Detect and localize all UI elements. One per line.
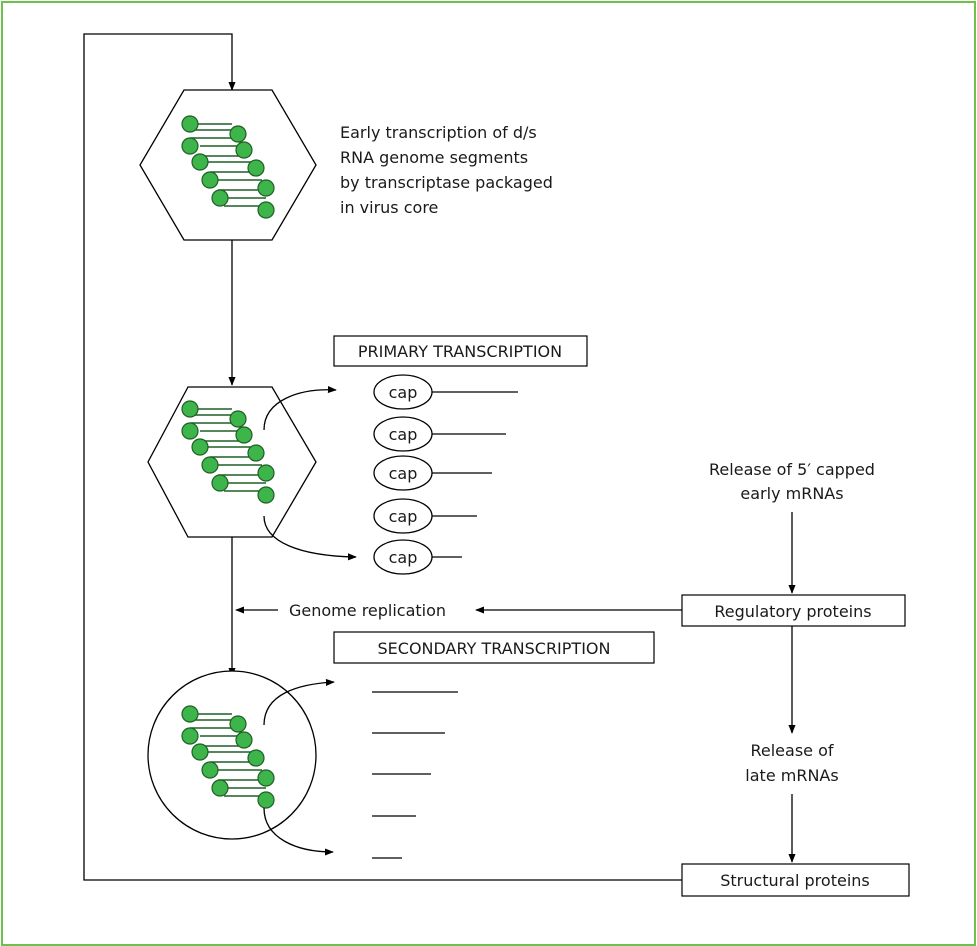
capped-mrna: cap [373, 416, 506, 452]
cap-label: cap [389, 464, 418, 483]
cap-label: cap [389, 548, 418, 567]
cap-label: cap [389, 425, 418, 444]
genome-replication-label: Genome replication [289, 601, 446, 620]
late-mrna-list [372, 691, 458, 859]
capped-mrna-list: cap cap cap cap cap [373, 374, 518, 575]
primary-transcription-label: PRIMARY TRANSCRIPTION [358, 342, 562, 361]
cap-label: cap [389, 383, 418, 402]
early-transcription-label-3: by transcriptase packaged [340, 173, 553, 192]
capped-mrna: cap [373, 539, 462, 575]
release-early-label-2: early mRNAs [740, 484, 843, 503]
primary-transcribing-core-hexagon [147, 386, 317, 538]
secondary-transcription-box [333, 631, 655, 664]
early-transcription-label-2: RNA genome segments [340, 148, 528, 167]
capped-mrna: cap [373, 455, 492, 491]
release-late-label-1: Release of [750, 741, 833, 760]
replicating-particle-circle [147, 670, 317, 840]
primary-transcription-box [333, 335, 588, 367]
secondary-release-arrow-top [263, 678, 335, 726]
structural-feedback-arrow [83, 33, 682, 881]
early-transcription-label-4: in virus core [340, 198, 438, 217]
regulatory-proteins-label: Regulatory proteins [714, 602, 871, 621]
structural-proteins-label: Structural proteins [720, 871, 869, 890]
primary-release-arrow-bottom [263, 515, 357, 561]
cap-label: cap [389, 507, 418, 526]
structural-proteins-box [681, 863, 910, 897]
release-late-label-2: late mRNAs [745, 766, 838, 785]
capped-mrna: cap [373, 374, 518, 410]
primary-release-arrow-top [263, 385, 337, 431]
secondary-transcription-label: SECONDARY TRANSCRIPTION [378, 639, 611, 658]
virus-core-hexagon [139, 89, 317, 241]
release-early-label-1: Release of 5′ capped [709, 460, 875, 479]
early-transcription-label-1: Early transcription of d/s [340, 123, 537, 142]
secondary-release-arrow-bottom [263, 807, 334, 856]
capped-mrna: cap [373, 498, 477, 534]
